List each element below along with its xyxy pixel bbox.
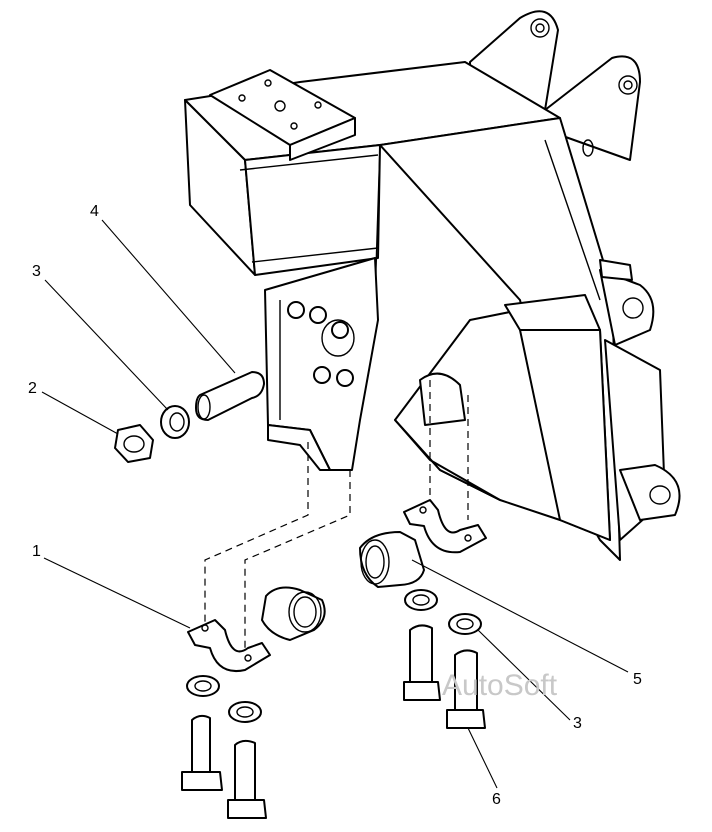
bolt-lower-left-2: [227, 739, 267, 819]
callout-2: 2: [28, 380, 37, 397]
frame-bracket: [184, 10, 681, 561]
leader-lines: [41, 219, 629, 789]
bushing-left: [261, 586, 326, 641]
callout-1: 1: [32, 543, 41, 560]
bolt-lower-right-1: [403, 624, 441, 701]
frame-bolt-heads: [287, 301, 355, 387]
nut-part-2: [114, 424, 154, 463]
callout-3-right: 3: [573, 715, 582, 732]
callout-5: 5: [633, 671, 642, 688]
washer-lower-left-2: [228, 701, 262, 723]
washer-part-3-right: [448, 613, 482, 635]
callout-3-left: 3: [32, 263, 41, 280]
bolt-lower-left-1: [181, 714, 223, 791]
bushing-part-5: [359, 531, 425, 588]
callout-6: 6: [492, 791, 501, 808]
clamp-part-1-left: [187, 619, 271, 672]
bolt-part-6: [446, 649, 486, 729]
clamp-right: [403, 499, 487, 554]
washer-lower-left-1: [186, 675, 220, 697]
callout-4: 4: [90, 203, 99, 220]
pin-part-4: [195, 371, 265, 421]
washer-part-3-left: [160, 405, 190, 439]
washer-lower-right-1: [404, 589, 438, 611]
watermark-text: AutoSoft: [442, 669, 558, 702]
